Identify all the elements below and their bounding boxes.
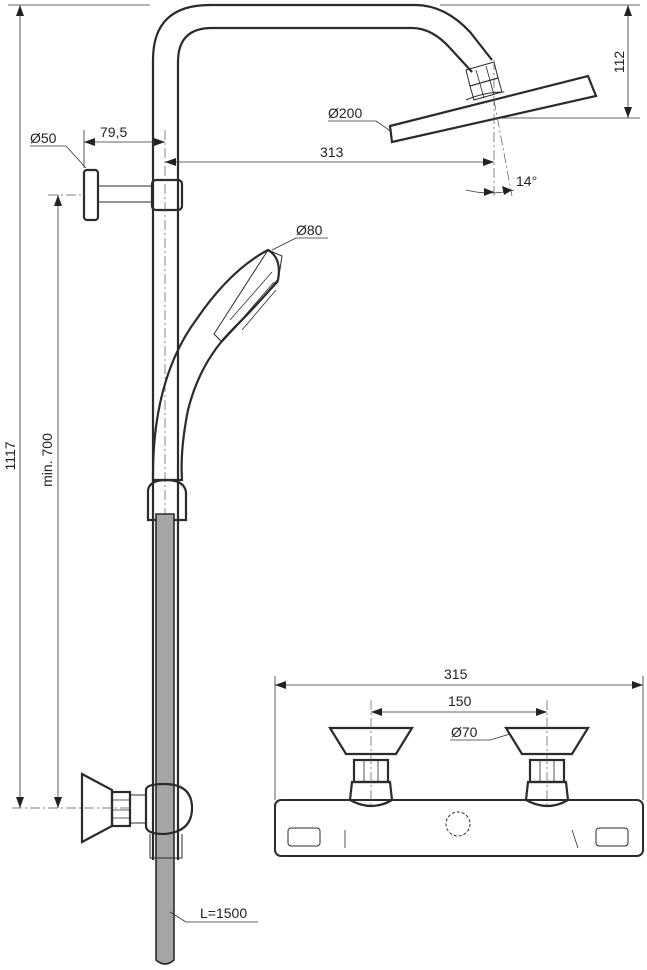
dim-mixer-centers: 150 xyxy=(371,693,547,716)
shower-head xyxy=(388,74,598,144)
wall-bracket-upper xyxy=(82,168,184,222)
wall-bracket-lower xyxy=(80,772,194,859)
shower-hose xyxy=(155,513,175,965)
label-eccentric-diameter: Ø70 xyxy=(451,724,478,740)
hand-shower-holder xyxy=(146,478,188,522)
mixer-body xyxy=(274,799,644,857)
dim-tilt-angle: 14° xyxy=(465,173,537,196)
label-112: 112 xyxy=(611,51,627,74)
label-wall-distance: 79,5 xyxy=(100,124,127,140)
dim-hose-length: L=1500 xyxy=(169,905,258,923)
dim-arm-projection: 313 xyxy=(165,144,494,166)
label-head-diameter: Ø200 xyxy=(328,105,362,121)
label-flange-diameter: Ø50 xyxy=(30,130,57,146)
hand-shower xyxy=(151,248,283,482)
label-total-height: 1117 xyxy=(2,441,18,470)
riser-pipe xyxy=(151,3,493,860)
dim-min-height: min. 700 xyxy=(12,194,130,809)
dim-112: 112 xyxy=(440,4,640,119)
label-tilt-angle: 14° xyxy=(516,173,537,189)
shower-head-connector xyxy=(465,61,503,101)
dim-mixer-width: 315 xyxy=(274,666,644,800)
label-min-height: min. 700 xyxy=(39,433,55,487)
label-arm-projection: 313 xyxy=(320,144,344,160)
dim-total-height: 1117 xyxy=(2,4,150,808)
label-hose-length: L=1500 xyxy=(200,905,247,921)
dim-flange-diameter: Ø50 xyxy=(30,130,87,169)
head-tilt-centerline xyxy=(493,99,513,197)
dim-eccentric-diameter: Ø70 xyxy=(450,724,511,741)
label-mixer-centers: 150 xyxy=(448,693,472,709)
dim-head-diameter: Ø200 xyxy=(328,105,393,133)
label-mixer-width: 315 xyxy=(444,666,468,682)
dim-handshower-diameter: Ø80 xyxy=(271,222,328,251)
label-handshower-diameter: Ø80 xyxy=(296,222,323,238)
dim-wall-distance: 79,5 xyxy=(83,124,165,168)
